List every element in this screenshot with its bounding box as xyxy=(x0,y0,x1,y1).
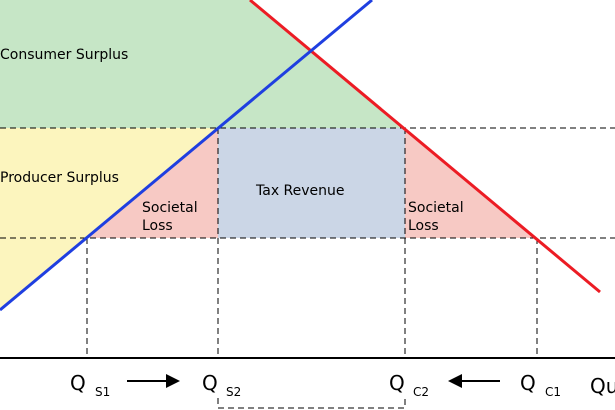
left-arrow-icon xyxy=(448,374,500,388)
societal-loss-left-label-line2: Loss xyxy=(142,218,173,234)
societal-loss-right-label-line2: Loss xyxy=(408,218,439,234)
supply-curve xyxy=(0,0,373,312)
consumer-surplus-label: Consumer Surplus xyxy=(0,47,128,63)
societal-loss-left-label-line1: Societal xyxy=(142,200,198,216)
right-arrow-icon xyxy=(127,374,180,388)
societal-loss-right-label-line1: Societal xyxy=(408,200,464,216)
tax-revenue-label: Tax Revenue xyxy=(255,183,345,199)
x-axis-label: Qu xyxy=(590,374,615,398)
q-c1-subscript: C1 xyxy=(545,385,561,399)
demand-curve xyxy=(249,0,601,294)
q-c1-label: Q xyxy=(520,371,536,395)
q-s2-label: Q xyxy=(202,371,218,395)
q-c2-subscript: C2 xyxy=(413,385,429,399)
consumer-surplus-region xyxy=(0,0,405,128)
producer-surplus-label: Producer Surplus xyxy=(0,170,119,186)
q-s2-subscript: S2 xyxy=(226,385,241,399)
q-s1-label: Q xyxy=(70,371,86,395)
q-c2-label: Q xyxy=(389,371,405,395)
bottom-bracket xyxy=(217,398,406,409)
q-s1-subscript: S1 xyxy=(95,385,110,399)
tax-revenue-region xyxy=(218,128,405,238)
